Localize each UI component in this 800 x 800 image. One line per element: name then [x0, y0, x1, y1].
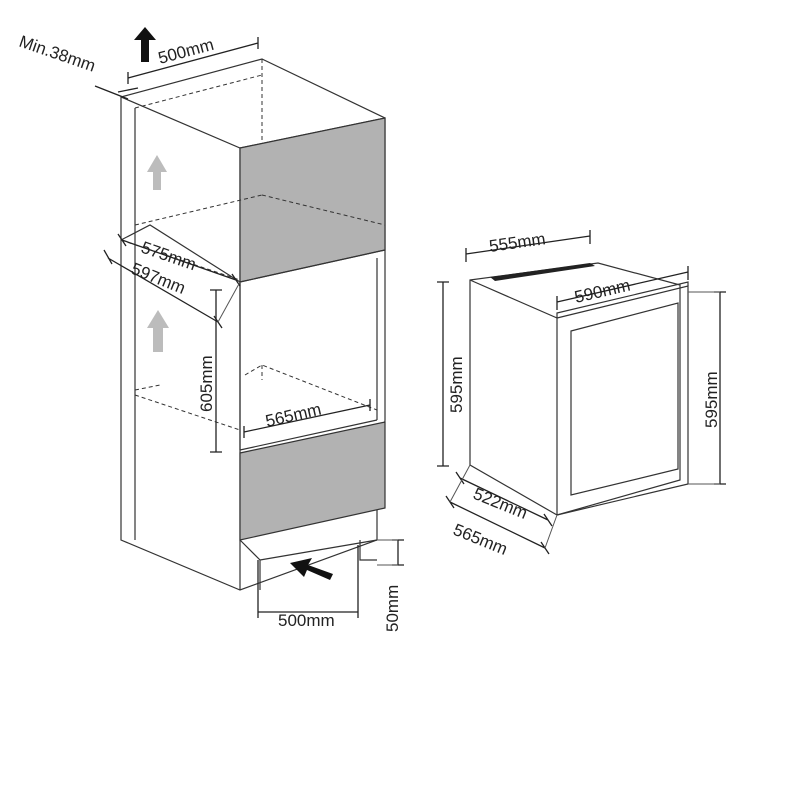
label-vent-height: 50mm [383, 585, 402, 632]
exhaust-arrow [134, 27, 156, 62]
intake-arrow [290, 558, 333, 580]
label-min-gap: Min.38mm [17, 32, 98, 76]
label-niche-width: 565mm [264, 400, 324, 431]
airflow-arrow-upper [147, 155, 167, 190]
lower-panel [239, 421, 386, 541]
label-unit-height-left: 595mm [447, 356, 466, 413]
cabinet-drawing [94, 27, 404, 618]
label-unit-depth-total: 565mm [451, 520, 511, 559]
door [556, 285, 689, 516]
label-vent-depth: 500mm [278, 611, 335, 630]
top-vent [490, 263, 595, 281]
label-unit-height-right: 595mm [702, 371, 721, 428]
label-unit-width: 555mm [488, 229, 547, 256]
label-unit-depth: 522mm [471, 484, 531, 523]
label-niche-height: 605mm [197, 355, 216, 412]
airflow-arrow-middle [147, 310, 169, 352]
unit-drawing [437, 230, 726, 555]
upper-panel [239, 117, 386, 283]
